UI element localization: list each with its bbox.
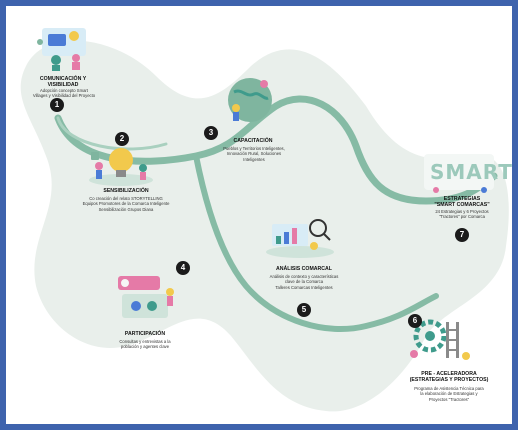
step-4-number-badge: 4 <box>176 261 190 275</box>
globe-training-illustration <box>228 78 272 122</box>
step-6-title: PRE - ACELERADORA (ESTRATEGIAS Y PROYECT… <box>409 371 489 384</box>
step-3-number-badge: 3 <box>204 126 218 140</box>
step-5-number-badge: 5 <box>297 303 311 317</box>
step-2-number-badge: 2 <box>115 132 129 146</box>
step-2-description: Co creación del relato STORYTELLING Equi… <box>82 196 170 212</box>
step-1-number-badge: 1 <box>50 98 64 112</box>
step-7-description: 24 Estrategias y 6 Proyectos "Tractores"… <box>435 209 489 220</box>
smart-strategies-illustration <box>424 154 494 193</box>
step-4-description: Consultas y entrevistas a la población y… <box>119 339 171 350</box>
step-3-description: Pueblos y Territorios Inteligentes, Inno… <box>223 146 285 162</box>
step-2-title: SENSIBILIZACIÓN <box>103 188 149 194</box>
step-7-title: ESTRATEGIAS "SMART COMARCAS" <box>434 196 490 209</box>
participation-illustration <box>118 276 174 318</box>
step-1-description: Adopción concepto Smart Villages y Visib… <box>32 88 96 99</box>
step-7-number-badge: 7 <box>455 228 469 242</box>
step-5-description: Análisis de contexto y características c… <box>269 274 339 290</box>
background-canvas <box>20 28 509 412</box>
step-1-title: COMUNICACIÓN Y VISIBILIDAD <box>39 76 87 89</box>
step-3-title: CAPACITACIÓN <box>233 138 273 144</box>
analysis-illustration <box>266 219 334 258</box>
step-5-title: ANÁLISIS COMARCAL <box>276 266 332 272</box>
journey-ribbon-thin <box>56 116 168 151</box>
journey-ribbon <box>54 95 498 205</box>
accelerator-illustration <box>410 319 470 360</box>
communication-illustration <box>37 28 86 71</box>
journey-ribbon-lower <box>193 153 439 332</box>
smart-word-illustration: SMART <box>430 160 513 184</box>
step-6-number-badge: 6 <box>408 314 422 328</box>
step-4-title: PARTICIPACIÓN <box>124 331 166 337</box>
step-6-description: Programa de Asistencia Técnica para la e… <box>414 386 484 402</box>
lightbulb-illustration <box>89 148 153 186</box>
